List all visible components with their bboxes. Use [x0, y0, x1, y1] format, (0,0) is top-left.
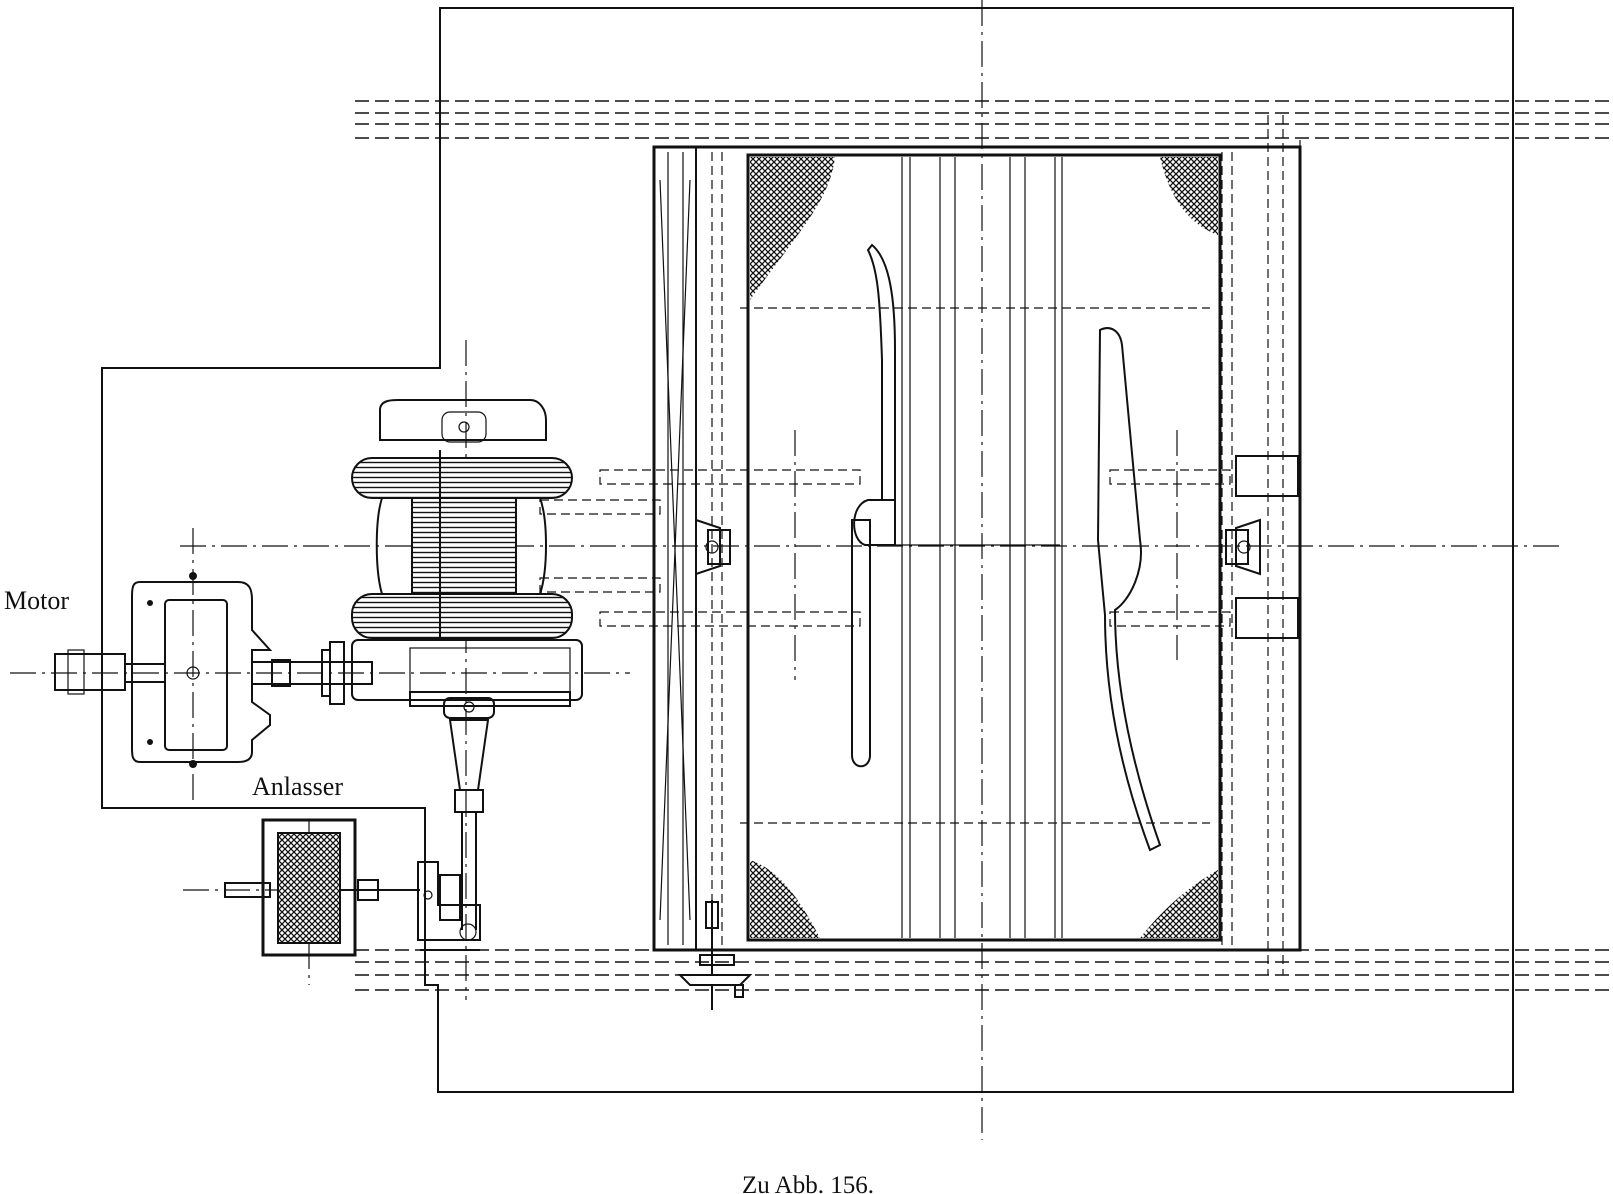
- lever-mechanism: [417, 861, 481, 951]
- drum-pivot-right: [1225, 455, 1299, 639]
- cage-frame: [652, 145, 1302, 952]
- right-arm: [1096, 327, 1162, 852]
- shaft-bearings: [539, 469, 1231, 627]
- gear-unit: [351, 399, 583, 719]
- drum: [746, 153, 1222, 942]
- motor-label: Motor: [4, 586, 69, 615]
- drum-pivot-left: [695, 518, 731, 576]
- motor-body: [131, 572, 273, 768]
- figure-caption: Zu Abb. 156.: [742, 1172, 874, 1194]
- starter-rod: [224, 879, 420, 901]
- foundation-outline: [101, 7, 1514, 1093]
- starter-box: [261, 818, 357, 957]
- left-arm: [851, 243, 896, 768]
- starter-label: Anlasser: [252, 772, 343, 801]
- transmission-rod: [448, 719, 490, 930]
- motor-shaft: [54, 649, 165, 695]
- handwheel: [677, 900, 753, 1010]
